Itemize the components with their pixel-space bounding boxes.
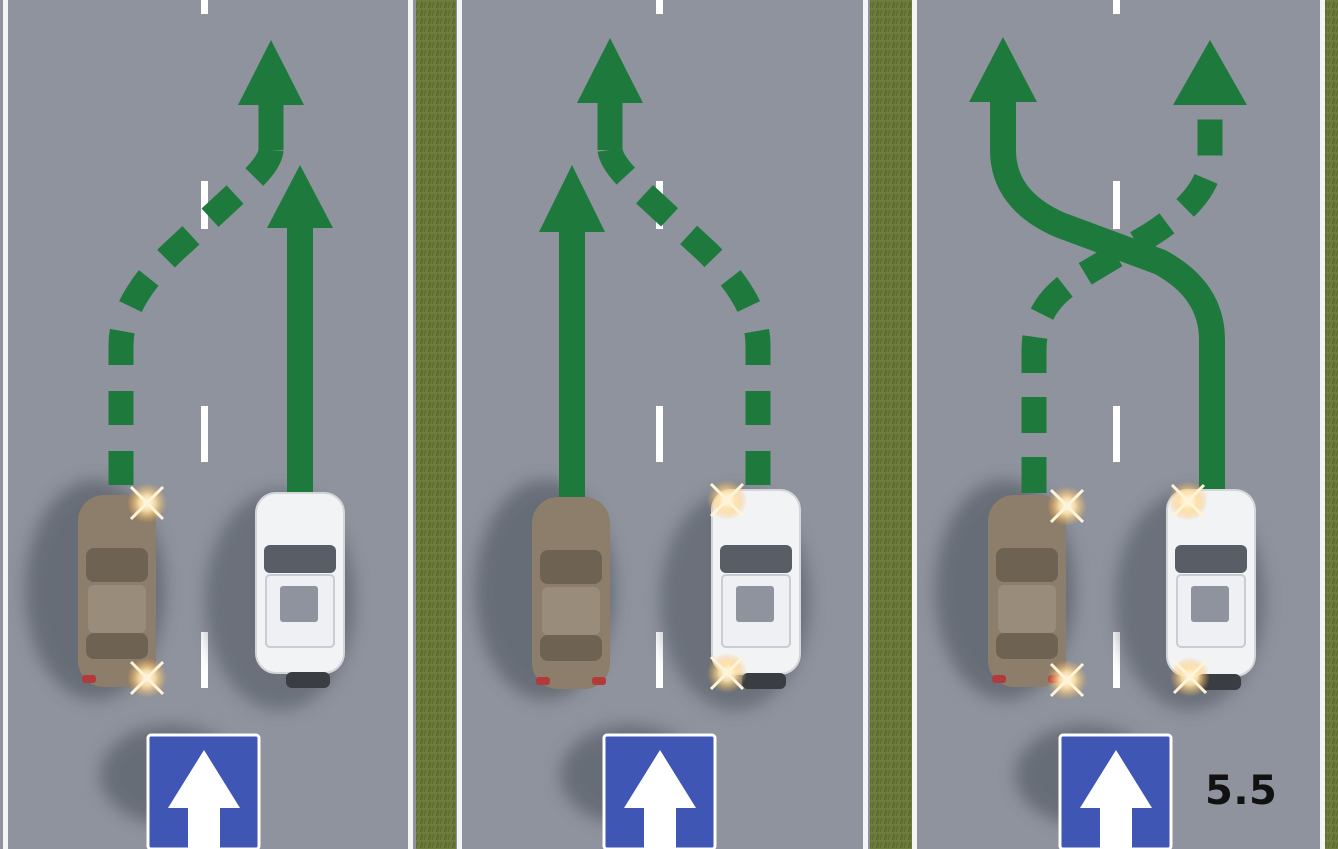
tan-car-path-arrowhead bbox=[238, 40, 304, 105]
tan-car-path-arrowhead bbox=[539, 165, 605, 232]
indicator-light bbox=[1047, 660, 1087, 700]
indicator-light bbox=[1047, 486, 1087, 526]
curb-left bbox=[3, 0, 8, 849]
white-car bbox=[711, 489, 801, 689]
one-way-arrow-sign bbox=[602, 733, 717, 849]
curb-right bbox=[1320, 0, 1325, 849]
lane-divider bbox=[201, 0, 208, 688]
curb-left bbox=[912, 0, 917, 849]
one-way-arrow-sign bbox=[1058, 733, 1173, 849]
panel-3 bbox=[912, 0, 1338, 849]
indicator-light bbox=[1168, 481, 1208, 521]
tan-car-dashed-path bbox=[108, 147, 284, 485]
indicator-light bbox=[127, 658, 167, 698]
white-car-solid-path bbox=[990, 100, 1225, 492]
curb-left bbox=[457, 0, 462, 849]
lane-divider bbox=[1113, 0, 1120, 688]
tan-car bbox=[532, 497, 610, 689]
road-surface bbox=[912, 0, 1338, 849]
curb-right bbox=[408, 0, 413, 849]
figure-number: 5.5 bbox=[1205, 768, 1278, 814]
white-car bbox=[1166, 489, 1256, 690]
tan-car-path-arrowhead bbox=[1173, 40, 1247, 105]
white-car-path-arrowhead bbox=[969, 37, 1037, 102]
indicator-light bbox=[707, 653, 747, 693]
white-car-path-arrowhead bbox=[267, 165, 333, 228]
indicator-light bbox=[127, 483, 167, 523]
white-car-dashed-path bbox=[597, 147, 771, 485]
curb-right bbox=[863, 0, 868, 849]
panel-2 bbox=[456, 0, 870, 849]
grass-edge bbox=[1325, 0, 1338, 849]
indicator-light bbox=[1170, 657, 1210, 697]
panel-1 bbox=[0, 0, 416, 849]
tan-car bbox=[78, 495, 156, 687]
tan-car bbox=[988, 495, 1066, 687]
one-way-arrow-sign bbox=[146, 733, 261, 849]
tan-car-dashed-path bbox=[1021, 105, 1223, 493]
white-car-path-arrowhead bbox=[577, 38, 643, 103]
indicator-light bbox=[707, 480, 747, 520]
white-car bbox=[255, 492, 345, 688]
